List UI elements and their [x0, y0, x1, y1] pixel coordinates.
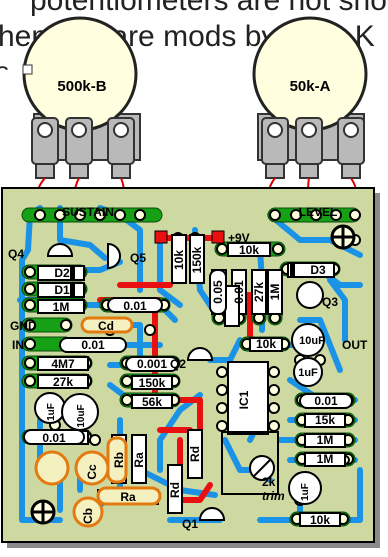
r-1m-label: 1M	[317, 433, 334, 447]
c-10uf-label: 10uF	[76, 404, 87, 427]
diode-d1	[37, 282, 85, 298]
r-56k-label: 56k	[142, 395, 162, 409]
d2-label: D2	[54, 266, 70, 280]
ic1-label: IC1	[237, 390, 251, 409]
c-10uf-label: 10uF	[299, 335, 325, 347]
r-150k-label: 150k	[139, 376, 166, 390]
diode-d2	[37, 265, 85, 281]
trim-value: 2k	[262, 475, 276, 489]
pot-level-value: 50k-A	[290, 78, 331, 95]
c-001-label: 0.01	[123, 299, 147, 313]
power-label: +9V	[228, 231, 250, 245]
q4-label: Q4	[8, 247, 24, 261]
pot-level: 50k-A	[252, 16, 368, 179]
r-150k-label: 150k	[190, 246, 204, 273]
caption-line-3: s.	[0, 56, 16, 70]
r-27k-label: 27k	[252, 282, 266, 302]
diode-d3	[287, 262, 335, 278]
cd-label: Cd	[98, 319, 114, 333]
pot-sustain-value: 500k-B	[57, 78, 106, 95]
q3-label: Q3	[322, 295, 338, 309]
level-label: LEVEL	[299, 205, 338, 219]
rd-label: Rd	[188, 446, 202, 462]
q5-label: Q5	[130, 251, 146, 265]
ra-label: Ra	[120, 490, 136, 504]
c-1uf-label: 1uF	[300, 483, 311, 501]
c-005-label: 0.05	[211, 280, 225, 304]
c-001-label: 0.01	[81, 338, 105, 352]
r-10k-label: 10k	[310, 513, 330, 527]
r-10k-label: 10k	[239, 243, 259, 257]
r-10k-label: 10k	[256, 337, 276, 351]
film-capacitors	[34, 316, 162, 528]
r-4m7-label: 4M7	[51, 357, 75, 371]
c-1uf-label: 1uF	[46, 403, 57, 421]
c-001-label: 0.01	[314, 394, 338, 408]
pot-sustain: 500k-B	[22, 16, 141, 179]
c-0001-label: 0.001	[137, 357, 167, 371]
power-pad	[211, 230, 225, 244]
ra-label: Ra	[132, 452, 146, 468]
sustain-label: SUSTAIN	[62, 205, 114, 219]
r-1m-label: 1M	[53, 300, 70, 314]
rb-label: Rb	[112, 452, 126, 468]
r-1m-label: 1M	[268, 284, 282, 301]
cb-label: Cb	[81, 508, 95, 524]
electrolytic-caps	[34, 323, 325, 505]
pot-lug	[31, 117, 135, 165]
caption-line-1: potentiometers are not sho	[30, 0, 387, 17]
rd-label: Rd	[168, 482, 182, 498]
mounting-hole-icon	[30, 224, 356, 525]
c-01-label: 0.01	[232, 280, 246, 304]
q1-label: Q1	[182, 517, 198, 531]
r-27k-label: 27k	[53, 375, 73, 389]
out-label: OUT	[342, 338, 368, 352]
gnd-label: GND	[10, 319, 37, 333]
cc-label: Cc	[85, 464, 99, 480]
r-1m-label: 1M	[317, 452, 334, 466]
trim-pot	[221, 431, 279, 495]
r-15k-label: 15k	[315, 413, 335, 427]
trim-label: trim	[262, 489, 285, 503]
r-10k-label: 10k	[172, 250, 186, 270]
c-001-label: 0.01	[42, 431, 66, 445]
c-1uf-label: 1uF	[298, 367, 318, 379]
ic1-chip	[216, 361, 280, 435]
d1-label: D1	[54, 283, 70, 297]
in-label: IN	[12, 338, 24, 352]
q2-label: Q2	[170, 357, 186, 371]
transistors	[46, 242, 324, 521]
d3-label: D3	[310, 263, 326, 277]
capacitors	[23, 269, 353, 445]
